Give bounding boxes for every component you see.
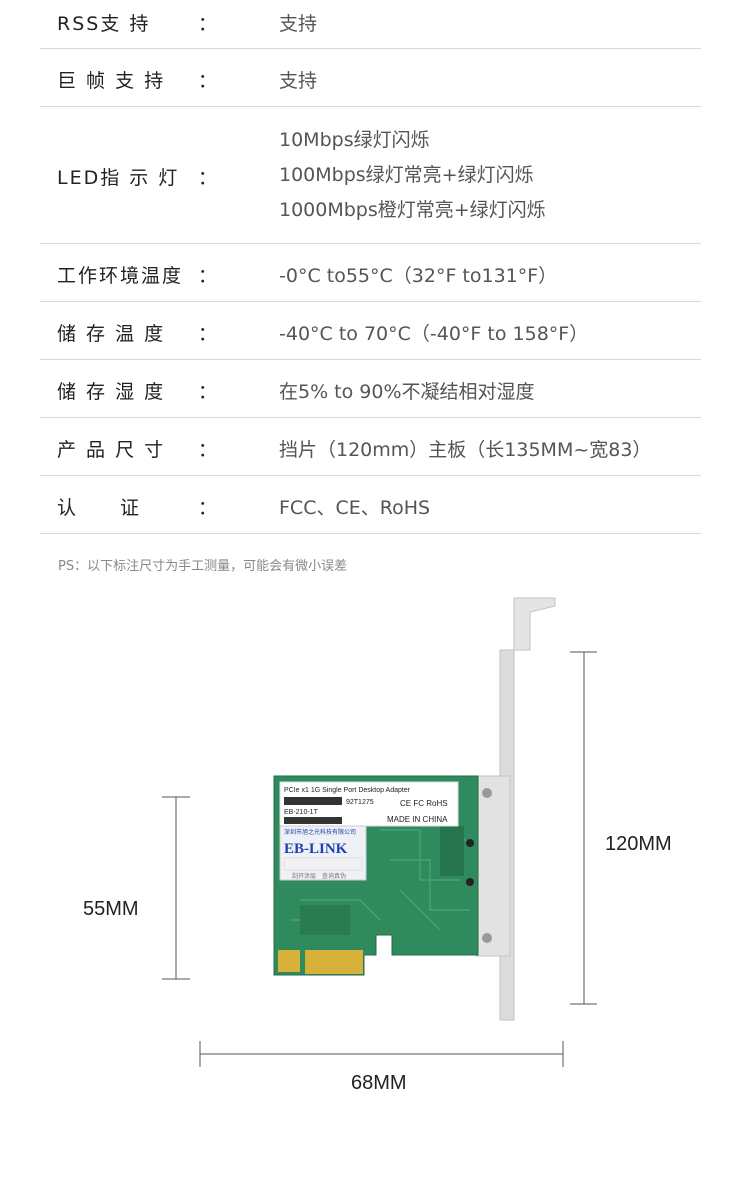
sticker-marks: CE FC RoHS — [400, 799, 448, 808]
sticker-model: EB-210-1T — [284, 809, 319, 816]
spec-row-operating-temp: 工作环境温度 ： -0°C to55°C（32°F to131°F） — [40, 244, 701, 302]
spec-colon: ： — [198, 323, 218, 345]
spec-table: RSS支 持 ： 支持 巨 帧 支 持 ： 支持 LED指 示 灯 ： 10Mb… — [40, 0, 701, 534]
spec-label: 储 存 温 度 — [57, 323, 166, 345]
brand-logo: EB-LINK — [284, 841, 348, 857]
spec-row-size: 产 品 尺 寸 ： 挡片（120mm）主板（长135MM~宽83） — [40, 418, 701, 476]
dim-label-card-height: 55MM — [83, 898, 139, 920]
led-line: 1000Mbps橙灯常亮+绿灯闪烁 — [279, 199, 546, 221]
brand-slogan: 刮开涂层 查询真伪 — [292, 872, 346, 880]
spec-colon: ： — [198, 13, 218, 35]
spec-row-jumbo: 巨 帧 支 持 ： 支持 — [40, 49, 701, 107]
brand-sticker: 深圳市旭之光科技有限公司 EB-LINK 刮开涂层 查询真伪 — [279, 825, 367, 881]
barcode — [284, 817, 342, 824]
spec-colon: ： — [198, 439, 218, 461]
spec-row-led: LED指 示 灯 ： 10Mbps绿灯闪烁 100Mbps绿灯常亮+绿灯闪烁 1… — [40, 107, 701, 244]
led-line: 100Mbps绿灯常亮+绿灯闪烁 — [279, 164, 534, 186]
spec-label: 储 存 湿 度 — [57, 381, 166, 403]
dim-label-card-width: 68MM — [351, 1072, 407, 1094]
spec-colon: ： — [198, 265, 218, 287]
spec-value: 在5% to 90%不凝结相对湿度 — [279, 381, 535, 403]
spec-colon: ： — [198, 70, 218, 92]
spec-label: 产 品 尺 寸 — [57, 439, 166, 461]
spec-label: RSS支 持 — [57, 13, 151, 35]
brand-company: 深圳市旭之光科技有限公司 — [284, 828, 356, 836]
spec-colon: ： — [198, 167, 218, 189]
spec-row-certification: 认 证 ： FCC、CE、RoHS — [40, 476, 701, 534]
spec-value: -40°C to 70°C（-40°F to 158°F） — [279, 323, 589, 345]
bracket — [475, 597, 556, 1021]
spec-row-storage-humidity: 储 存 湿 度 ： 在5% to 90%不凝结相对湿度 — [40, 360, 701, 418]
spec-value: FCC、CE、RoHS — [279, 497, 431, 519]
spec-label: 认 证 — [57, 497, 142, 519]
measurement-note: PS：以下标注尺寸为手工测量，可能会有微小误差 — [58, 559, 348, 574]
sticker-title: PCIe x1 1G Single Port Desktop Adapter — [284, 787, 411, 794]
sticker-made-in: MADE IN CHINA — [387, 815, 448, 824]
product-sticker: PCIe x1 1G Single Port Desktop Adapter 9… — [279, 781, 459, 827]
sticker-serial: 92T1275 — [346, 799, 374, 806]
spec-value-led: 10Mbps绿灯闪烁 100Mbps绿灯常亮+绿灯闪烁 1000Mbps橙灯常亮… — [279, 123, 546, 228]
spec-value: -0°C to55°C（32°F to131°F） — [279, 265, 558, 287]
spec-label: 工作环境温度 — [57, 265, 184, 287]
spec-row-rss: RSS支 持 ： 支持 — [40, 0, 701, 49]
spec-colon: ： — [198, 381, 218, 403]
spec-value: 支持 — [279, 70, 318, 92]
led-line: 10Mbps绿灯闪烁 — [279, 129, 430, 151]
spec-label: LED指 示 灯 — [57, 167, 180, 189]
dim-label-bracket-height: 120MM — [605, 833, 672, 855]
spec-row-storage-temp: 储 存 温 度 ： -40°C to 70°C（-40°F to 158°F） — [40, 302, 701, 360]
dimension-lines — [162, 651, 597, 1067]
spec-value: 支持 — [279, 13, 318, 35]
spec-label: 巨 帧 支 持 — [57, 70, 166, 92]
spec-colon: ： — [198, 497, 218, 519]
barcode — [284, 797, 342, 805]
spec-value: 挡片（120mm）主板（长135MM~宽83） — [279, 439, 652, 461]
